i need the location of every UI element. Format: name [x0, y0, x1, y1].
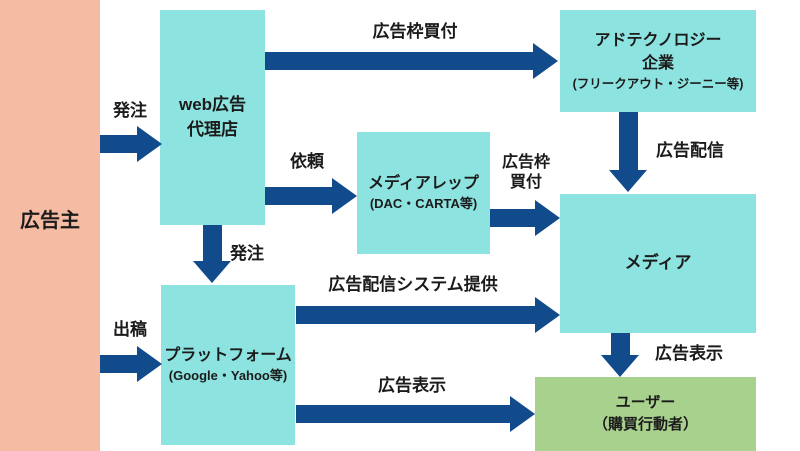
arrow-shaft [265, 187, 332, 205]
arrow-placement-advertiser-to-platform [100, 346, 162, 382]
arrow-head-right-icon [533, 43, 558, 79]
arrow-request-agency-to-mediarep [265, 178, 357, 214]
node-adtech-label-line1: アドテクノロジー [594, 31, 722, 49]
arrow-ad-delivery-adtech-to-media [609, 112, 647, 192]
edge-label-slot-buy-adtech: 広告枠買付 [372, 22, 458, 41]
arrow-head-right-icon [332, 178, 357, 214]
node-adtech-company: アドテクノロジー 企業 (フリークアウト・ジーニー等) [560, 10, 756, 112]
arrow-head-right-icon [510, 396, 535, 432]
arrow-order-advertiser-to-agency [100, 126, 162, 162]
arrow-head-right-icon [137, 346, 162, 382]
arrow-shaft [490, 209, 535, 227]
edge-label-placement: 出稿 [113, 320, 147, 339]
node-user-label-line2: （購買行動者） [592, 416, 698, 433]
node-user: ユーザー （購買行動者） [535, 377, 756, 451]
arrow-head-down-icon [601, 355, 639, 377]
arrow-shaft [100, 355, 137, 373]
edge-label-slot-buy-media-line1: 広告枠 [501, 154, 550, 171]
node-advertiser-label: 広告主 [20, 210, 80, 232]
node-adtech-examples: (フリークアウト・ジーニー等) [572, 77, 744, 92]
edge-label-slot-buy-media-line2: 買付 [509, 174, 542, 191]
arrow-head-right-icon [137, 126, 162, 162]
arrow-slot-buy-agency-to-adtech [265, 43, 558, 79]
arrow-ad-display-platform-to-user [296, 396, 535, 432]
arrow-system-provide-platform-to-media [296, 297, 560, 333]
arrow-shaft [296, 306, 535, 324]
arrow-head-right-icon [535, 297, 560, 333]
node-adtech-label-line2: 企業 [641, 54, 674, 72]
node-platform: プラットフォーム (Google・Yahoo等) [161, 285, 295, 445]
arrow-shaft [100, 135, 137, 153]
node-media-rep: メディアレップ (DAC・CARTA等) [357, 132, 490, 254]
arrow-head-down-icon [609, 170, 647, 192]
node-web-ad-agency-label-line2: 代理店 [187, 119, 238, 139]
arrow-shaft [265, 52, 533, 70]
node-platform-label: プラットフォーム [164, 346, 292, 364]
arrow-shaft [610, 333, 630, 355]
arrow-shaft [296, 405, 510, 423]
node-media-rep-label: メディアレップ [368, 174, 479, 192]
node-advertiser: 広告主 [0, 0, 100, 451]
node-media-rep-examples: (DAC・CARTA等) [369, 196, 478, 212]
edge-label-order-2: 発注 [230, 244, 264, 263]
node-media-label: メディア [624, 253, 692, 273]
arrow-order-agency-to-platform [193, 225, 231, 283]
arrow-ad-display-media-to-user [601, 333, 639, 377]
arrow-slot-buy-mediarep-to-media [490, 200, 560, 236]
edge-label-request: 依頼 [290, 152, 324, 171]
arrow-shaft [202, 225, 222, 261]
node-platform-examples: (Google・Yahoo等) [168, 368, 288, 384]
node-web-ad-agency: web広告 代理店 [160, 10, 265, 225]
node-media: メディア [560, 194, 756, 333]
node-user-label-line1: ユーザー [615, 394, 676, 412]
edge-label-slot-buy-media: 広告枠 買付 [492, 153, 560, 193]
edge-label-system-provide: 広告配信システム提供 [328, 275, 498, 294]
edge-label-ad-display-media: 広告表示 [655, 344, 723, 363]
edge-label-order-1: 発注 [113, 101, 147, 120]
node-web-ad-agency-label-line1: web広告 [178, 94, 247, 114]
arrow-head-down-icon [193, 261, 231, 283]
edge-label-ad-display-platform: 広告表示 [378, 376, 446, 395]
arrow-shaft [618, 112, 638, 170]
edge-label-ad-delivery: 広告配信 [656, 141, 724, 160]
arrow-head-right-icon [535, 200, 560, 236]
